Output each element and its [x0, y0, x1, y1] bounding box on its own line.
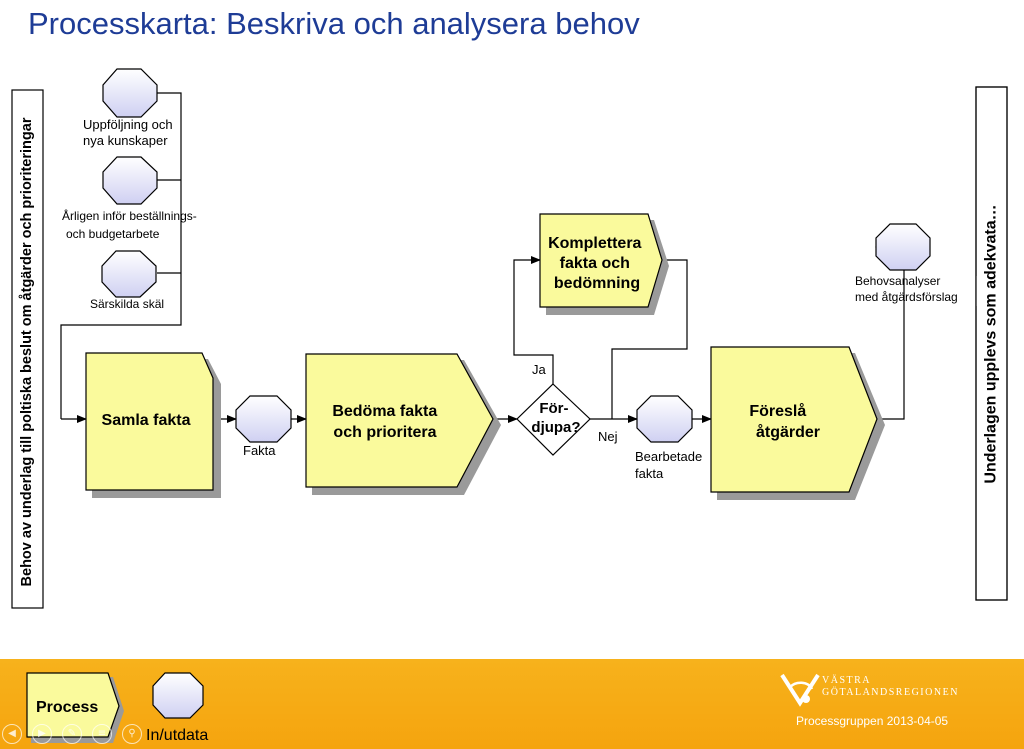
footer-legend: Process In/utdata — [26, 672, 820, 744]
process-foresla-atgarder — [710, 346, 885, 500]
right-bar-label: Underlagen upplevs som adekvata… — [982, 204, 1000, 484]
legend-io-shape — [152, 672, 204, 719]
vgr-logo-text: VÄSTRA GÖTALANDSREGIONEN — [822, 675, 959, 699]
page-title: Processkarta: Beskriva och analysera beh… — [28, 6, 640, 41]
process-bedoma-label: Bedöma fakta och prioritera — [332, 403, 441, 441]
zoom-icon[interactable]: ⚲ — [122, 724, 142, 744]
connector-komplettera-back — [611, 259, 688, 419]
logo-line-1: VÄSTRA — [822, 675, 872, 686]
process-komplettera-label: Komplettera fakta och bedömning — [548, 235, 646, 292]
pen-icon[interactable]: ✎ — [62, 724, 82, 744]
left-bar-label: Behov av underlag till poltiska beslut o… — [19, 117, 35, 587]
vgr-logo-icon — [780, 673, 820, 707]
process-samla-label: Samla fakta — [102, 412, 191, 429]
trigger-node-2 — [102, 156, 158, 205]
left-trigger-bar — [11, 89, 44, 609]
io-behovsanalyser — [875, 223, 931, 271]
logo-line-2: GÖTALANDSREGIONEN — [822, 687, 959, 698]
trigger-node-3 — [101, 250, 157, 298]
process-foresla-label: Föreslå åtgärder — [749, 402, 820, 441]
process-map: Uppföljning och nya kunskaper Årligen in… — [11, 68, 1008, 609]
io-fakta — [235, 395, 292, 443]
trigger-label-2: Årligen inför beställnings- och budgetar… — [62, 208, 200, 241]
decision-yes-label: Ja — [532, 362, 547, 377]
decision-no-label: Nej — [598, 429, 618, 444]
footer-date: Processgruppen 2013-04-05 — [796, 714, 949, 728]
decision-label: För- djupa? — [531, 400, 580, 436]
prev-slide-icon[interactable]: ◀ — [2, 724, 22, 744]
io-fakta-label: Fakta — [243, 443, 276, 458]
connector-triggers-bus — [60, 92, 182, 419]
io-bearbetade-fakta — [636, 395, 693, 443]
io-bearbetade-label: Bearbetade fakta — [635, 449, 706, 481]
trigger-node-1 — [102, 68, 158, 118]
connector-foresla-output — [875, 243, 905, 420]
process-komplettera — [539, 213, 669, 315]
io-behovsanalyser-label: Behovsanalyser med åtgärdsförslag — [855, 274, 958, 304]
decision-fordjupa — [516, 383, 591, 456]
trigger-label-1: Uppföljning och nya kunskaper — [83, 117, 176, 148]
trigger-label-3: Särskilda skäl — [90, 297, 164, 311]
menu-icon[interactable]: ≡ — [92, 724, 112, 744]
legend-io-label: In/utdata — [146, 727, 208, 744]
play-icon[interactable]: ▶ — [32, 724, 52, 744]
process-bedoma-fakta — [305, 353, 501, 495]
connector-ja — [513, 256, 554, 384]
legend-process-label: Process — [36, 699, 98, 716]
process-samla-fakta — [85, 352, 221, 498]
